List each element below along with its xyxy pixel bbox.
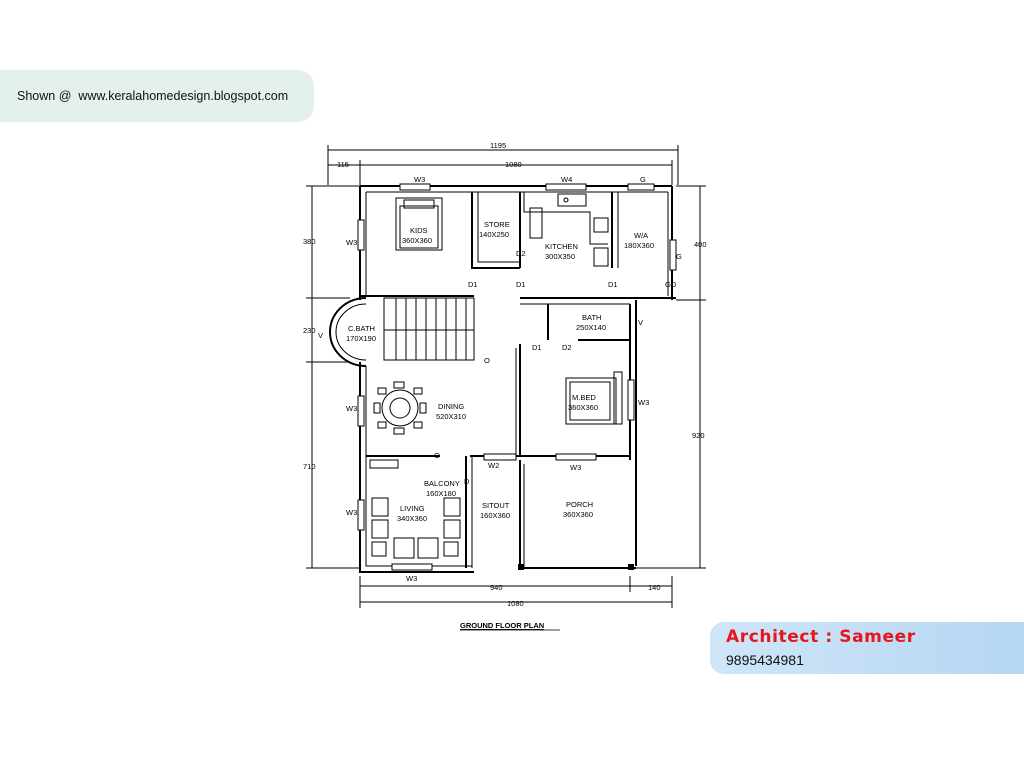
- kitchen-counter: [523, 192, 609, 267]
- architect-name: Architect : Sameer: [726, 627, 916, 647]
- dim-right-1: 400: [694, 240, 707, 249]
- walls: [359, 185, 676, 573]
- label-w3-kids-left: W3: [346, 238, 357, 247]
- label-d2-bath: D2: [562, 343, 572, 352]
- dining-table: [373, 381, 427, 435]
- living-sofa: [369, 459, 461, 559]
- dim-bottom-total: 1080: [507, 599, 524, 608]
- room-sitout-size: 160X360: [480, 511, 510, 520]
- architect-phone: 9895434981: [726, 652, 804, 668]
- porch-post-left: [518, 564, 524, 570]
- label-v-cbath: V: [318, 331, 323, 340]
- room-dining-size: 520X310: [436, 412, 466, 421]
- room-bath-size: 250X140: [576, 323, 606, 332]
- room-living-size: 340X360: [397, 514, 427, 523]
- label-d1-kids: D1: [468, 280, 478, 289]
- label-d1-kitchen: D1: [516, 280, 526, 289]
- room-mbed-size: 360X360: [568, 403, 598, 412]
- room-mbed-name: M.BED: [572, 393, 596, 402]
- room-balcony-name: BALCONY: [424, 479, 460, 488]
- label-g-top: G: [640, 175, 646, 184]
- room-kids-name: KIDS: [410, 226, 428, 235]
- label-g-right: G: [676, 252, 682, 261]
- master-bed: [565, 371, 623, 425]
- label-w3-bottom: W3: [406, 574, 417, 583]
- label-w3-kids-top: W3: [414, 175, 425, 184]
- plan-title: GROUND FLOOR PLAN: [460, 621, 544, 630]
- architect-card: Architect : Sameer 9895434981: [710, 622, 1024, 674]
- room-sitout-name: SITOUT: [482, 501, 510, 510]
- windows: [357, 183, 677, 571]
- dim-top-main: 1080: [505, 160, 522, 169]
- label-w3-dining: W3: [346, 404, 357, 413]
- room-store-name: STORE: [484, 220, 510, 229]
- dim-left-2: 230: [303, 326, 316, 335]
- label-o-dining: O: [434, 451, 440, 460]
- room-balcony-size: 160X180: [426, 489, 456, 498]
- room-store-size: 140X250: [479, 230, 509, 239]
- room-wa-name: W/A: [634, 231, 648, 240]
- room-porch-size: 360X360: [563, 510, 593, 519]
- dim-left-3: 710: [303, 462, 316, 471]
- dim-top-left: 115: [337, 160, 349, 169]
- label-w2: W2: [488, 461, 499, 470]
- dim-left-1: 380: [303, 237, 316, 246]
- cbath-bay: [329, 297, 367, 367]
- room-cbath-name: C.BATH: [348, 324, 375, 333]
- label-w3-mbed: W3: [638, 398, 649, 407]
- room-bath-name: BATH: [582, 313, 601, 322]
- room-wa-size: 180X360: [624, 241, 654, 250]
- kids-bed: [395, 197, 443, 251]
- room-kids-size: 360X360: [402, 236, 432, 245]
- label-d1-mbed: D1: [532, 343, 542, 352]
- dim-right-2: 920: [692, 431, 705, 440]
- room-porch-name: PORCH: [566, 500, 593, 509]
- label-w3-living: W3: [346, 508, 357, 517]
- porch-post-right: [628, 564, 634, 570]
- label-o-stair: O: [484, 356, 490, 365]
- room-kitchen-name: KITCHEN: [545, 242, 578, 251]
- label-d-balcony: D: [464, 477, 470, 486]
- staircase: [383, 297, 475, 361]
- website-banner-text: Shown @ www.keralahomedesign.blogspot.co…: [17, 89, 289, 103]
- label-gd: GD: [665, 280, 677, 289]
- label-d2-store: D2: [516, 249, 526, 258]
- dim-bottom-right: 140: [648, 583, 661, 592]
- label-w3-porch: W3: [570, 463, 581, 472]
- dim-top-total: 1195: [490, 141, 506, 150]
- room-kitchen-size: 300X350: [545, 252, 575, 261]
- website-banner: Shown @ www.keralahomedesign.blogspot.co…: [0, 70, 314, 122]
- room-dining-name: DINING: [438, 402, 464, 411]
- label-w4: W4: [561, 175, 572, 184]
- label-d1-wa: D1: [608, 280, 618, 289]
- dim-bottom-main: 940: [490, 583, 503, 592]
- room-cbath-size: 170X190: [346, 334, 376, 343]
- room-living-name: LIVING: [400, 504, 425, 513]
- label-v-bath: V: [638, 318, 643, 327]
